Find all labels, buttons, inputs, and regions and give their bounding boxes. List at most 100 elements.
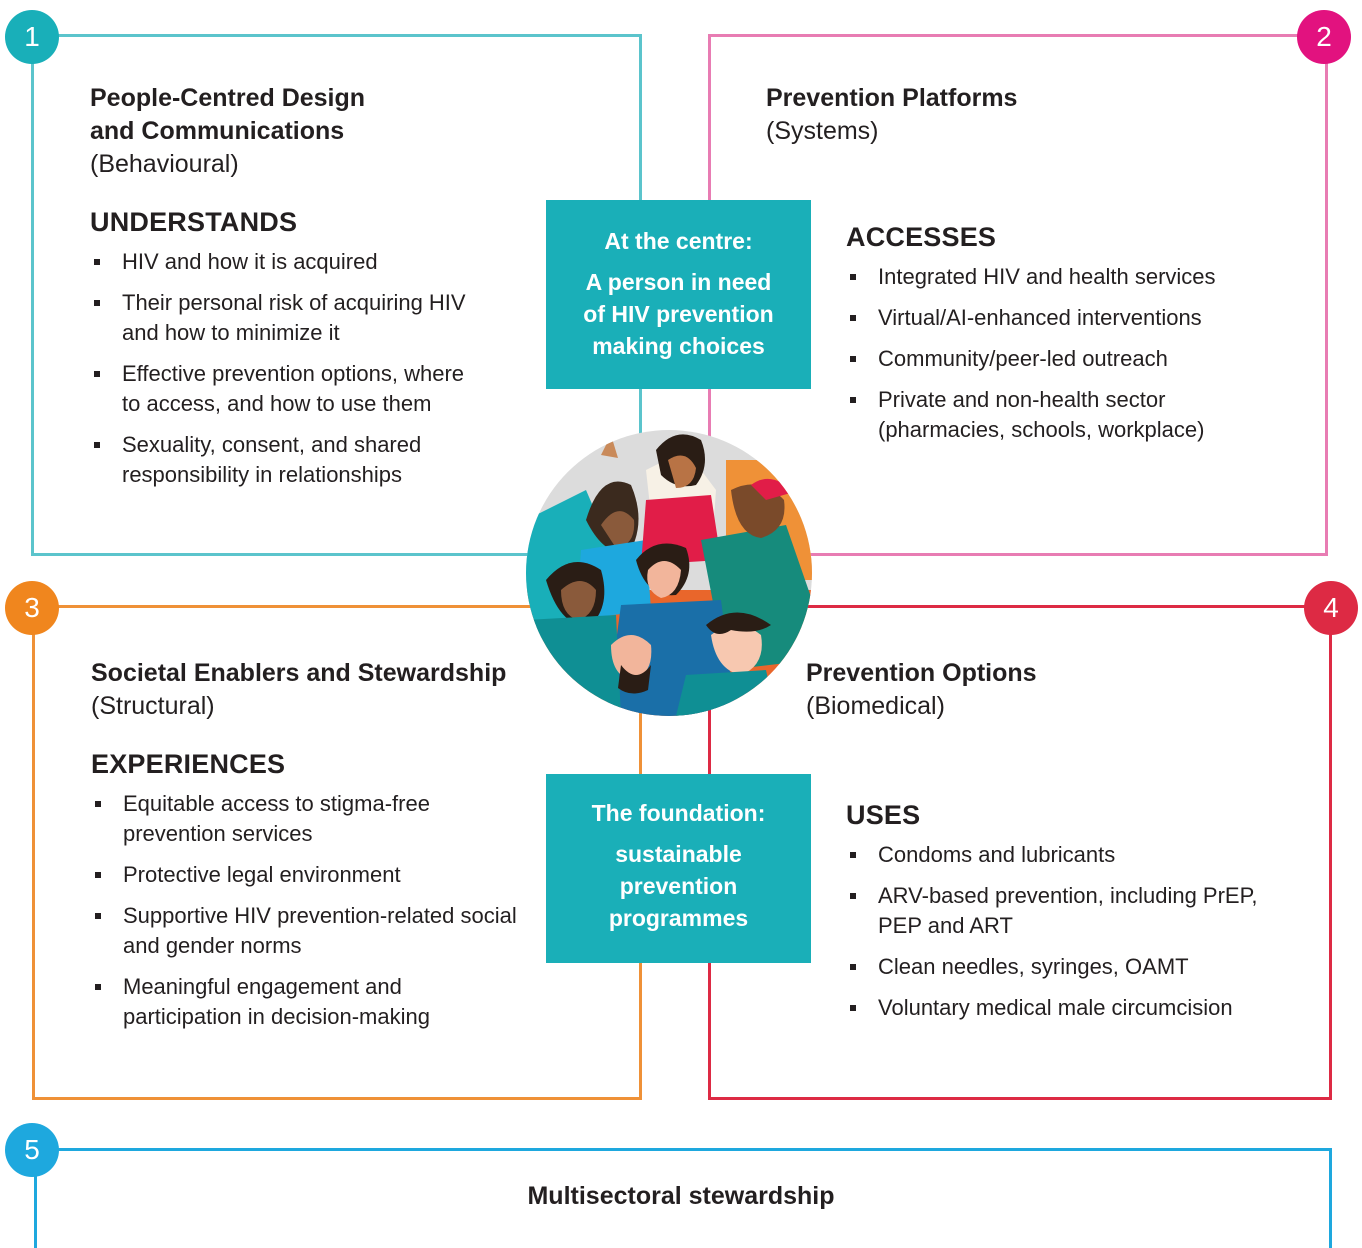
list-item: Private and non-health sector (pharmacies… (846, 385, 1316, 445)
quadrant-1-number-badge: 1 (5, 10, 59, 64)
list-item: Equitable access to stigma-free preventio… (91, 789, 561, 849)
list-item-text: Their personal risk of acquiring HIV (122, 290, 466, 315)
foundation-box: The foundation: sustainable prevention p… (546, 774, 811, 963)
quadrant-1-subtitle: (Behavioural) (90, 150, 239, 178)
bullet-icon (850, 315, 856, 321)
list-item-text: Sexuality, consent, and shared (122, 432, 422, 457)
bullet-icon (850, 397, 856, 403)
list-item-text: (pharmacies, schools, workplace) (878, 417, 1205, 442)
quadrant-1-title-line: People-Centred Design (90, 84, 366, 112)
list-item: Voluntary medical male circumcision (846, 993, 1316, 1023)
quadrant-2-header: Prevention Platforms (Systems) (766, 82, 1286, 148)
section-5-number-badge: 5 (5, 1123, 59, 1177)
list-item: Sexuality, consent, and shared responsibi… (90, 430, 570, 490)
list-item: Virtual/AI-enhanced interventions (846, 303, 1316, 333)
center-person-line: of HIV prevention (583, 301, 774, 327)
list-item: Protective legal environment (91, 860, 561, 890)
list-item-text: Supportive HIV prevention-related social (123, 903, 517, 928)
quadrant-1-title-line: and Communications (90, 117, 345, 145)
quadrant-4-number-badge: 4 (1304, 581, 1358, 635)
bullet-icon (850, 964, 856, 970)
list-item-text: participation in decision-making (123, 1004, 430, 1029)
quadrant-3-subtitle: (Structural) (91, 692, 215, 720)
list-item-text: ARV-based prevention, including PrEP, (878, 883, 1258, 908)
people-crowd-icon (526, 430, 812, 716)
center-person-text: A person in need of HIV prevention makin… (546, 266, 811, 362)
quadrant-1-list: HIV and how it is acquired Their persona… (90, 247, 570, 490)
quadrant-2-content: ACCESSES Integrated HIV and health servi… (846, 220, 1316, 456)
bullet-icon (95, 801, 101, 807)
quadrant-1-heading: UNDERSTANDS (90, 207, 298, 237)
people-crowd-illustration (526, 430, 812, 716)
list-item-text: Virtual/AI-enhanced interventions (878, 305, 1202, 330)
list-item: Community/peer-led outreach (846, 344, 1316, 374)
bullet-icon (850, 893, 856, 899)
quadrant-3-content: Societal Enablers and Stewardship (Struc… (91, 657, 561, 1043)
center-person-line: making choices (592, 333, 765, 359)
list-item: Supportive HIV prevention-related social… (91, 901, 561, 961)
quadrant-2-list: Integrated HIV and health services Virtu… (846, 262, 1316, 445)
bullet-icon (850, 356, 856, 362)
foundation-line: programmes (608, 905, 749, 931)
list-item-text: PEP and ART (878, 913, 1013, 938)
foundation-line: sustainable (615, 841, 742, 867)
list-item-text: to access, and how to use them (122, 391, 432, 416)
quadrant-1-title: People-Centred Design and Communications (90, 82, 570, 148)
list-item: Integrated HIV and health services (846, 262, 1316, 292)
quadrant-4-content: USES Condoms and lubricants ARV-based pr… (846, 798, 1316, 1034)
section-5-frame (34, 1148, 1332, 1248)
list-item-text: Condoms and lubricants (878, 842, 1116, 867)
quadrant-2-number-badge: 2 (1297, 10, 1351, 64)
bullet-icon (95, 984, 101, 990)
list-item: Their personal risk of acquiring HIV and … (90, 288, 570, 348)
list-item-text: Clean needles, syringes, OAMT (878, 954, 1189, 979)
list-item-text: prevention services (123, 821, 313, 846)
bullet-icon (94, 300, 100, 306)
list-item-text: Equitable access to stigma-free (123, 791, 430, 816)
list-item-text: Voluntary medical male circumcision (878, 995, 1233, 1020)
list-item-text: Community/peer-led outreach (878, 346, 1168, 371)
list-item: HIV and how it is acquired (90, 247, 570, 277)
quadrant-3-title: Societal Enablers and Stewardship (91, 659, 507, 687)
bullet-icon (95, 872, 101, 878)
quadrant-2-heading: ACCESSES (846, 222, 997, 252)
list-item-text: HIV and how it is acquired (122, 249, 378, 274)
center-person-lead: At the centre: (604, 228, 753, 254)
section-5-title: Multisectoral stewardship (527, 1182, 835, 1210)
center-person-line: A person in need (585, 269, 772, 295)
list-item-text: Private and non-health sector (878, 387, 1166, 412)
quadrant-4-list: Condoms and lubricants ARV-based prevent… (846, 840, 1316, 1023)
list-item-text: Protective legal environment (123, 862, 401, 887)
list-item: Condoms and lubricants (846, 840, 1316, 870)
center-person-box: At the centre: A person in need of HIV p… (546, 200, 811, 389)
list-item-text: and how to minimize it (122, 320, 340, 345)
bullet-icon (850, 274, 856, 280)
list-item: ARV-based prevention, including PrEP, PEP… (846, 881, 1316, 941)
bullet-icon (94, 259, 100, 265)
quadrant-2-subtitle: (Systems) (766, 117, 879, 145)
quadrant-1-content: People-Centred Design and Communications… (90, 82, 570, 501)
foundation-line: prevention (619, 873, 738, 899)
list-item: Effective prevention options, where to ac… (90, 359, 570, 419)
quadrant-4-header: Prevention Options (Biomedical) (806, 657, 1306, 723)
list-item: Meaningful engagement and participation i… (91, 972, 561, 1032)
list-item-text: and gender norms (123, 933, 302, 958)
foundation-text: sustainable prevention programmes (546, 838, 811, 934)
quadrant-4-title: Prevention Options (806, 659, 1037, 687)
list-item-text: Effective prevention options, where (122, 361, 465, 386)
quadrant-3-number-badge: 3 (5, 581, 59, 635)
bullet-icon (94, 371, 100, 377)
quadrant-2-title: Prevention Platforms (766, 84, 1018, 112)
quadrant-4-heading: USES (846, 800, 921, 830)
list-item: Clean needles, syringes, OAMT (846, 952, 1316, 982)
foundation-lead: The foundation: (591, 800, 766, 826)
bullet-icon (94, 442, 100, 448)
bullet-icon (850, 1005, 856, 1011)
list-item-text: responsibility in relationships (122, 462, 403, 487)
list-item-text: Meaningful engagement and (123, 974, 402, 999)
quadrant-4-subtitle: (Biomedical) (806, 692, 945, 720)
quadrant-3-heading: EXPERIENCES (91, 749, 286, 779)
bullet-icon (95, 913, 101, 919)
bullet-icon (850, 852, 856, 858)
quadrant-3-list: Equitable access to stigma-free preventio… (91, 789, 561, 1032)
